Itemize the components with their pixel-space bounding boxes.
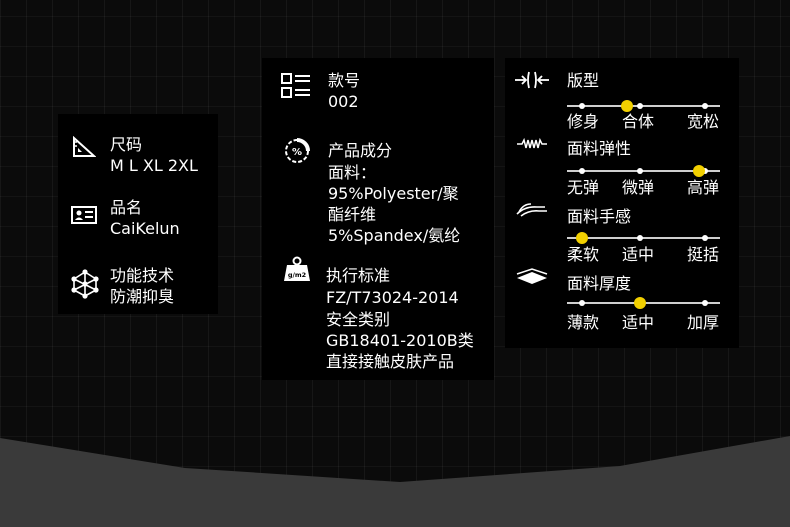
fit-arrows-icon	[515, 71, 549, 89]
fit-label: 版型	[567, 71, 600, 90]
slider-tick-3	[701, 235, 708, 241]
standard-line-4: 直接接触皮肤产品	[326, 352, 455, 371]
svg-text:g/m2: g/m2	[288, 271, 306, 279]
slider-tick-3	[701, 168, 708, 174]
weight-icon: g/m2	[284, 256, 310, 281]
svg-text:%: %	[292, 147, 302, 158]
composition-line-4: 5%Spandex/氨纶	[328, 226, 461, 245]
slider-tick-1	[579, 168, 586, 174]
slider-knob	[634, 297, 647, 309]
standard-label: 执行标准	[326, 266, 391, 285]
slider-tick-1	[579, 300, 586, 306]
slider-tick-3	[701, 300, 708, 306]
name-label: 品名	[110, 198, 143, 217]
standard-line-1: FZ/T73024-2014	[326, 288, 459, 307]
slider-tick-1	[579, 103, 586, 109]
slider-knob	[576, 232, 589, 244]
thickness-option-1: 薄款	[567, 313, 600, 332]
id-card-icon	[71, 206, 97, 224]
slider-tick-2	[637, 235, 644, 241]
hand-feel-icon	[516, 203, 547, 217]
composition-line-3: 酯纤维	[328, 205, 377, 224]
slider-tick-2	[637, 168, 644, 174]
composition-line-1: 面料：	[328, 163, 377, 182]
style-label: 款号	[328, 71, 361, 90]
slider-track	[567, 105, 720, 107]
slider-track	[567, 237, 720, 239]
percent-circle-icon: %	[285, 138, 310, 163]
list-grid-icon	[281, 73, 310, 98]
thickness-label: 面料厚度	[567, 274, 632, 293]
standard-line-2: 安全类别	[326, 310, 391, 329]
size-label: 尺码	[110, 135, 143, 154]
middle-panel	[262, 58, 494, 380]
fit-option-2: 合体	[622, 112, 655, 131]
spring-icon	[517, 138, 547, 149]
hand-feel-option-2: 适中	[622, 245, 655, 264]
composition-line-2: 95%Polyester/聚	[328, 184, 459, 203]
hand-feel-option-1: 柔软	[567, 245, 600, 264]
fit-option-3: 宽松	[687, 112, 720, 131]
fit-option-1: 修身	[567, 112, 600, 131]
fabric-layers-icon	[516, 268, 548, 284]
molecule-icon	[71, 269, 99, 299]
elasticity-slider	[567, 165, 720, 177]
elasticity-label: 面料弹性	[567, 139, 632, 158]
slider-tick-2	[637, 103, 644, 109]
ruler-triangle-icon	[73, 136, 96, 157]
slider-tick-3	[701, 103, 708, 109]
size-value: M L XL 2XL	[110, 156, 198, 175]
thickness-option-2: 适中	[622, 313, 655, 332]
elasticity-option-1: 无弹	[567, 178, 600, 197]
standard-line-3: GB18401-2010B类	[326, 331, 474, 350]
slider-knob	[620, 100, 633, 112]
name-value: CaiKelun	[110, 219, 180, 238]
slider-knob	[692, 165, 705, 177]
tech-label: 功能技术	[110, 266, 175, 285]
fit-slider	[567, 100, 720, 112]
elasticity-option-3: 高弹	[687, 178, 720, 197]
thickness-slider	[567, 297, 720, 309]
composition-label: 产品成分	[328, 141, 393, 160]
hand-feel-option-3: 挺括	[687, 245, 720, 264]
hand-feel-slider	[567, 232, 720, 244]
hand-feel-label: 面料手感	[567, 207, 632, 226]
slider-track	[567, 170, 720, 172]
tech-value: 防潮抑臭	[110, 287, 175, 306]
elasticity-option-2: 微弹	[622, 178, 655, 197]
style-value: 002	[328, 92, 359, 111]
thickness-option-3: 加厚	[687, 313, 720, 332]
